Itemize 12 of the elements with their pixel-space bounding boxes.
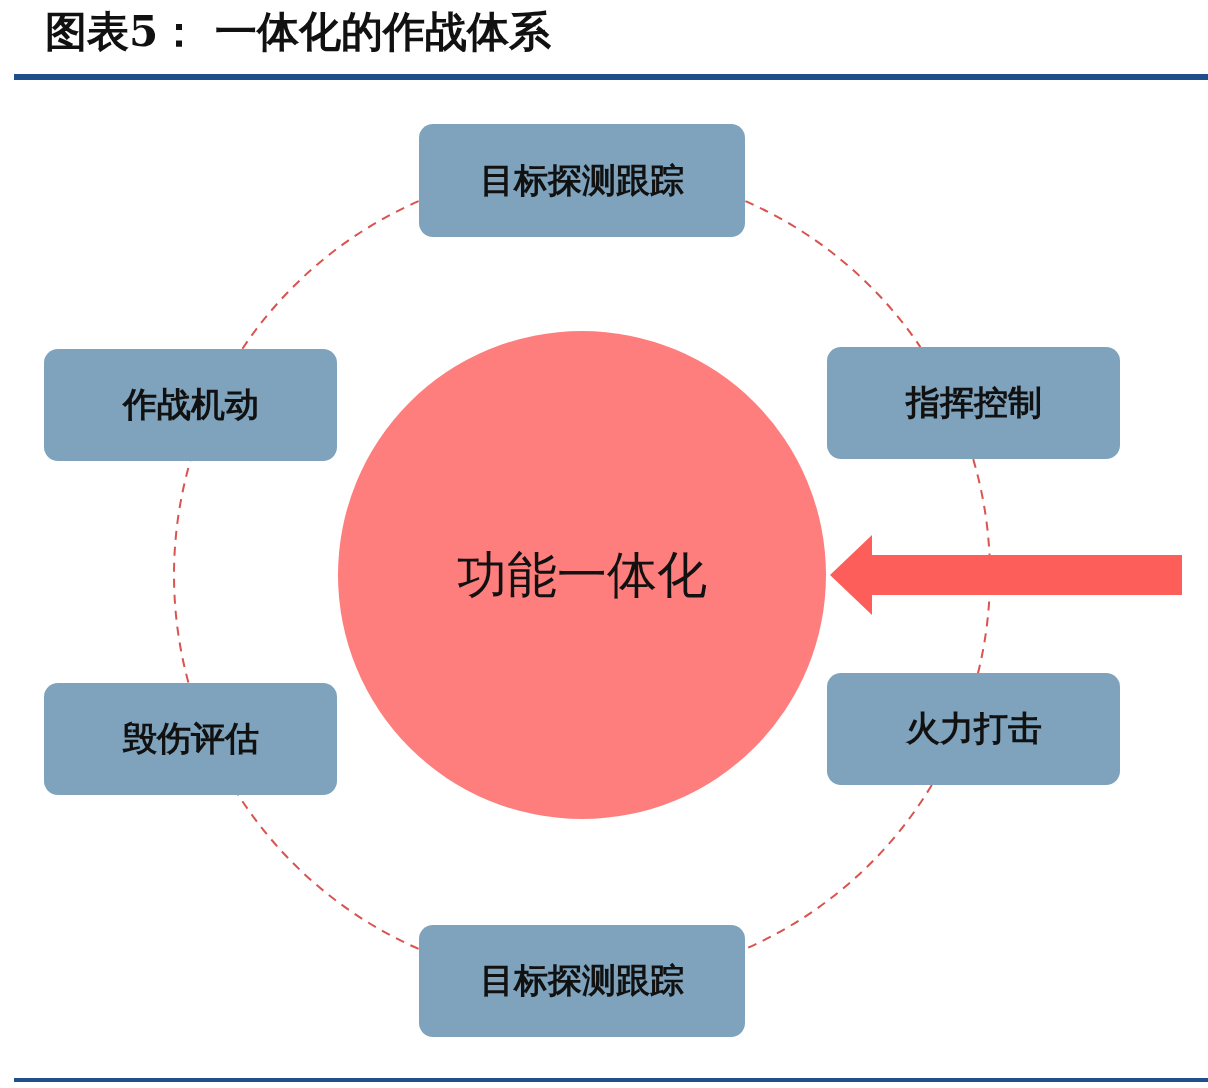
- function-box: 毁伤评估: [44, 683, 337, 795]
- function-box: 目标探测跟踪: [419, 124, 745, 237]
- dashed-arc: [237, 793, 420, 950]
- center-circle: 功能一体化: [338, 331, 826, 819]
- dashed-arc: [241, 199, 421, 350]
- figure-title: 图表5： 一体化的作战体系: [45, 6, 551, 58]
- function-box: 作战机动: [44, 349, 337, 461]
- block-arrow: [830, 535, 1182, 615]
- function-box: 目标探测跟踪: [419, 925, 745, 1037]
- dashed-arc: [744, 200, 922, 349]
- function-box: 火力打击: [827, 673, 1120, 785]
- function-box: 指挥控制: [827, 347, 1120, 459]
